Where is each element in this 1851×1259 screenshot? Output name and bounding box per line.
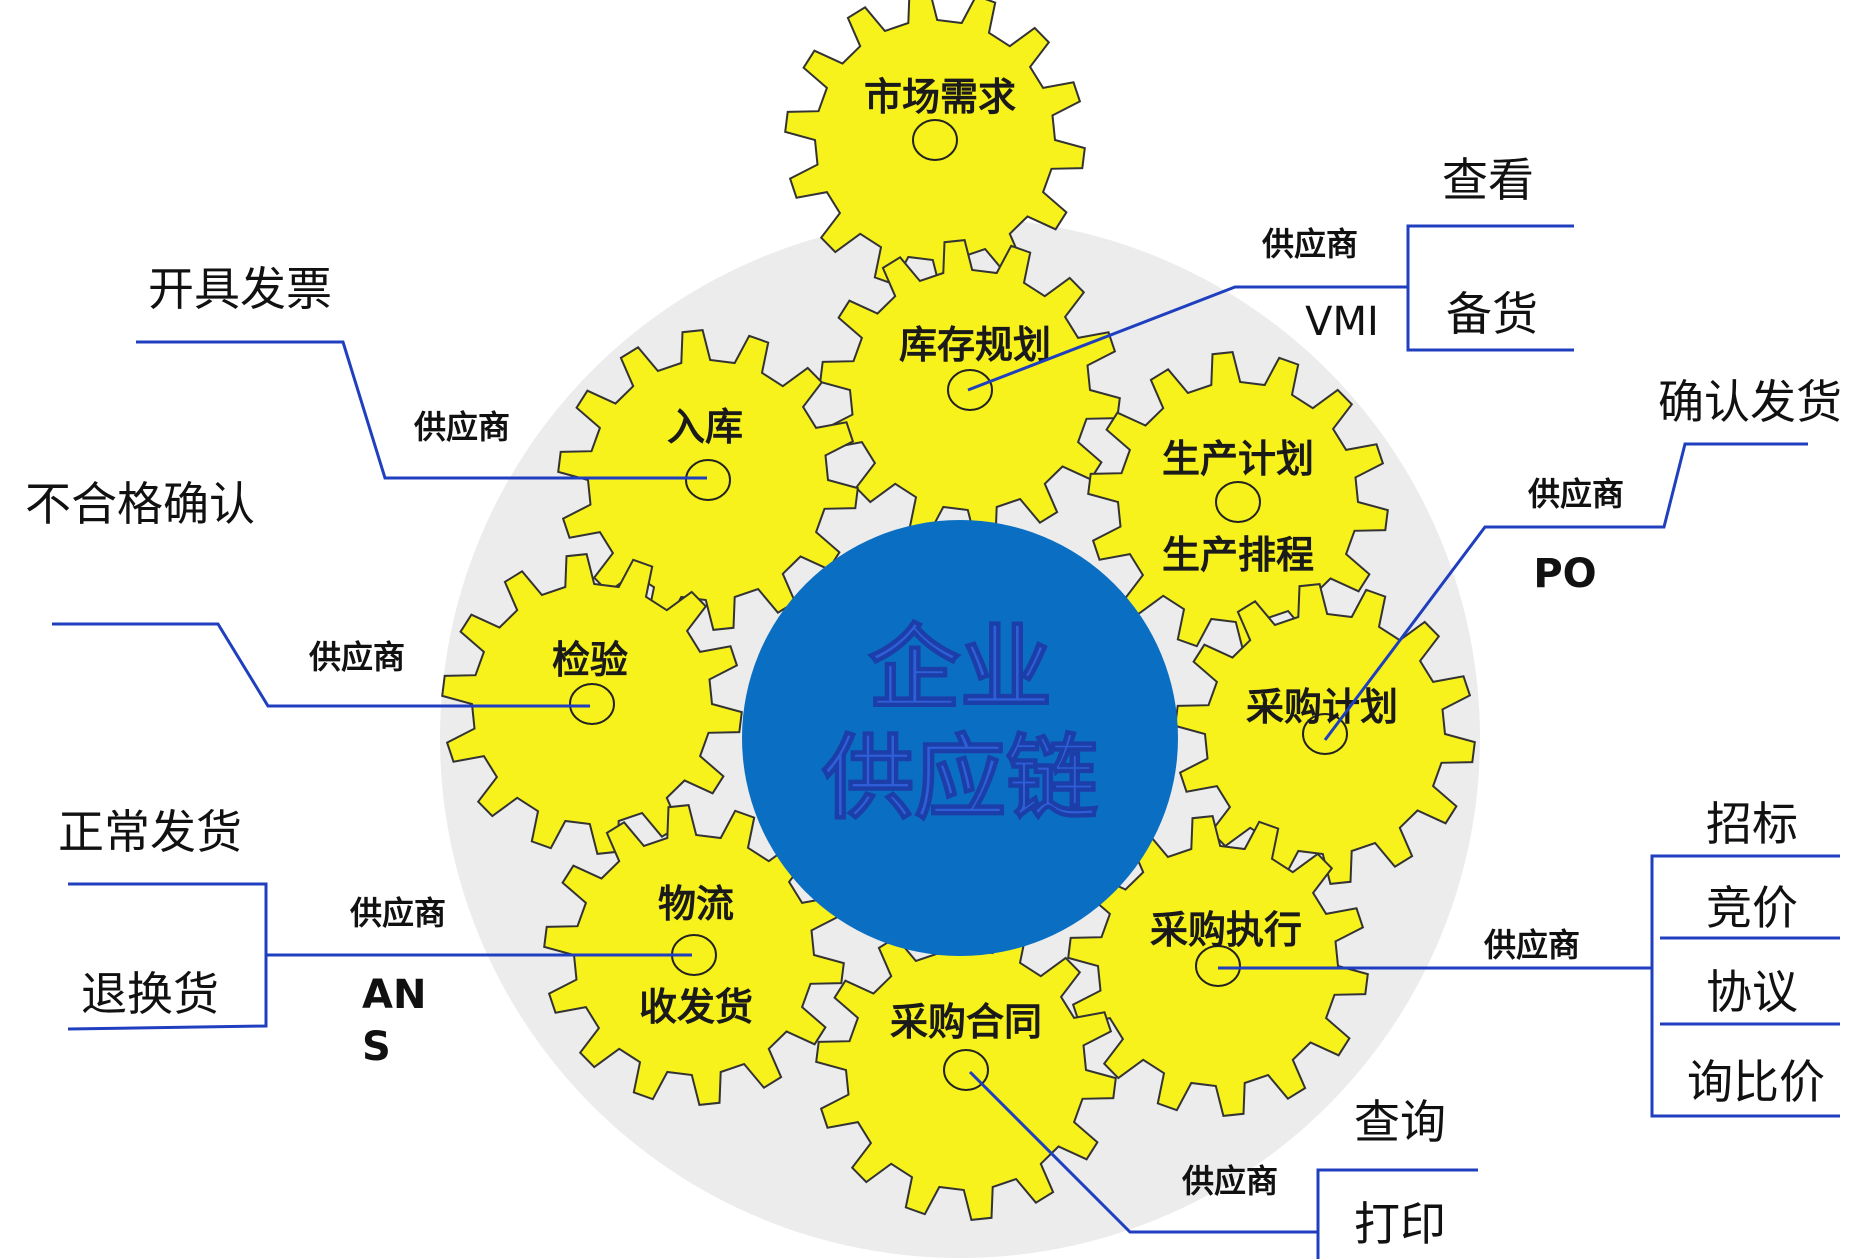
supplier-label-inspection: 供应商 bbox=[309, 638, 405, 676]
gear-label-warehouse: 入库 bbox=[667, 405, 743, 449]
code-ans-line1: AN bbox=[362, 972, 426, 1018]
label-confirm-ship: 确认发货 bbox=[1658, 375, 1842, 429]
label-print: 打印 bbox=[1354, 1197, 1446, 1251]
supplier-label-inventory: 供应商 bbox=[1262, 225, 1358, 263]
bracket-purchase-exec bbox=[1650, 854, 1840, 1118]
gear-hub-market bbox=[912, 119, 958, 161]
gear-label-market: 市场需求 bbox=[864, 75, 1016, 119]
center-circle bbox=[742, 520, 1178, 956]
center-title-line1: 企业 bbox=[868, 615, 1052, 722]
label-auction: 竞价 bbox=[1706, 881, 1798, 935]
supplier-label-logistics: 供应商 bbox=[350, 894, 446, 932]
gear-label-production-plan: 生产计划 bbox=[1162, 437, 1314, 481]
gear-hub-inspection bbox=[569, 683, 615, 725]
gears-group bbox=[441, 0, 1476, 1221]
link-inspection-reject bbox=[52, 622, 590, 708]
bracket-contract bbox=[1316, 1168, 1478, 1259]
gear-label-inspection: 检验 bbox=[552, 638, 628, 682]
bracket-logistics bbox=[67, 882, 268, 1031]
center-title-line2: 供应链 bbox=[822, 725, 1098, 832]
gear-label-purchase-plan: 采购计划 bbox=[1246, 685, 1398, 729]
label-inquiry-compare: 询比价 bbox=[1687, 1055, 1825, 1109]
label-reject-confirm: 不合格确认 bbox=[25, 477, 255, 531]
gear-hub-warehouse bbox=[685, 459, 731, 501]
link-inventory-vmi bbox=[967, 285, 1408, 392]
gear-hub-production bbox=[1215, 481, 1261, 523]
label-query: 查询 bbox=[1354, 1095, 1446, 1149]
code-ans-line2: S bbox=[362, 1024, 391, 1070]
supplier-label-purchase-exec: 供应商 bbox=[1484, 926, 1580, 964]
supplier-label-contract: 供应商 bbox=[1182, 1162, 1278, 1200]
link-contract-bracket bbox=[968, 1070, 1318, 1234]
label-normal-ship: 正常发货 bbox=[58, 805, 242, 859]
link-warehouse-invoice bbox=[136, 340, 707, 480]
label-invoice: 开具发票 bbox=[148, 262, 332, 316]
link-purchase-plan-po bbox=[1323, 442, 1808, 741]
label-agreement: 协议 bbox=[1706, 965, 1798, 1019]
gear-label-contract: 采购合同 bbox=[890, 1000, 1042, 1044]
gear-hub-purchase-exec bbox=[1195, 945, 1241, 987]
supplier-label-warehouse: 供应商 bbox=[414, 408, 510, 446]
gear-label-receive-ship: 收发货 bbox=[639, 985, 753, 1029]
code-vmi: VMI bbox=[1305, 299, 1379, 345]
label-return-goods: 退换货 bbox=[81, 967, 219, 1021]
label-view: 查看 bbox=[1442, 153, 1534, 207]
gear-label-purchase-exec: 采购执行 bbox=[1150, 908, 1302, 952]
code-po: PO bbox=[1533, 551, 1596, 597]
gear-label-production-schedule: 生产排程 bbox=[1162, 533, 1314, 577]
label-stock-up: 备货 bbox=[1446, 287, 1538, 341]
bracket-vmi bbox=[1406, 224, 1574, 352]
gear-label-inventory: 库存规划 bbox=[899, 323, 1051, 367]
supplier-label-po: 供应商 bbox=[1528, 475, 1624, 513]
gear-label-logistics: 物流 bbox=[658, 882, 734, 926]
label-bid: 招标 bbox=[1706, 797, 1798, 851]
